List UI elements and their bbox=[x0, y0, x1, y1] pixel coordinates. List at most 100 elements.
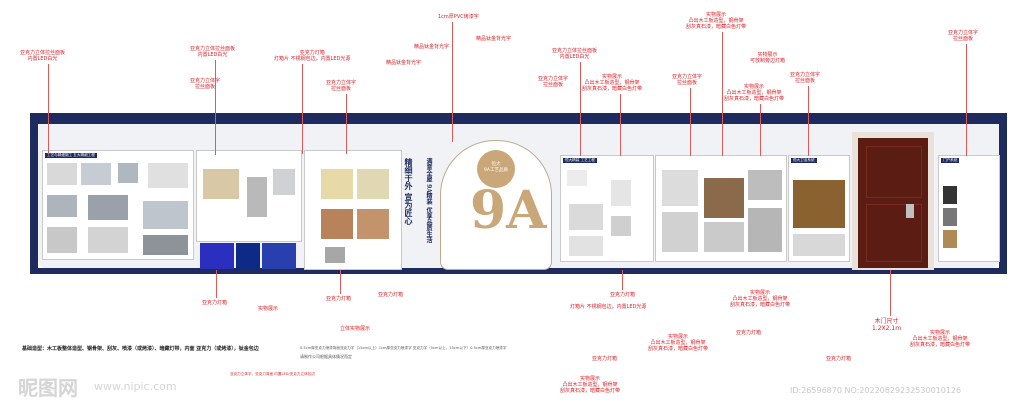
image-tile bbox=[611, 216, 631, 236]
image-tile bbox=[47, 227, 77, 253]
slogan-left: 精细于外 宣为匠心 bbox=[404, 158, 414, 225]
bottom-small-note: 亚克力立体字，亚克力背面 内置LED/亚克力立体包边 bbox=[230, 372, 315, 376]
wood-sample bbox=[357, 209, 389, 239]
annotation-display-4: 实物展示 bbox=[258, 306, 279, 312]
wall-bottom-band bbox=[30, 268, 1007, 274]
watermark-id: ID:26596870 NO:20220629232530010126 bbox=[790, 386, 962, 395]
annotation-titanium-1: 精品钛金背光字 bbox=[414, 44, 450, 50]
wall-right-post bbox=[999, 113, 1007, 274]
image-tile bbox=[273, 169, 295, 195]
annotation-display-7: 实物展示 凸出木工板造型，钢骨架 刮灰真石漆，暗藏白色灯带 bbox=[730, 290, 791, 308]
annotation-lightbox-7: 亚克力灯箱 bbox=[378, 292, 404, 298]
wood-sample bbox=[321, 169, 353, 199]
circle-title: 恒大 9A工艺品质 bbox=[484, 162, 508, 173]
panel-craft: 工艺与精细施工 五大精细工程 bbox=[42, 150, 194, 260]
floorplan-image bbox=[203, 169, 239, 199]
annotation-lightbox-5: 亚克力灯箱 bbox=[736, 330, 762, 336]
door-panel-top bbox=[866, 146, 922, 198]
annotation-lightbox-6: 亚克力灯箱 bbox=[826, 356, 852, 362]
panel-engineering: 恒大精装 工艺工程 bbox=[560, 155, 654, 262]
door bbox=[858, 138, 928, 268]
annotation-acrylic-letters-1: 亚克力立体字 拉丝面板 bbox=[190, 78, 221, 90]
panel-door-system: 门户系统 bbox=[938, 155, 1000, 262]
big-9a-mark: 9A bbox=[470, 180, 547, 241]
image-tile bbox=[569, 236, 603, 256]
watermark-url: www.nipic.com bbox=[94, 380, 177, 393]
panel-bathroom-title: 恒大卫浴系统 bbox=[791, 158, 817, 163]
image-tile bbox=[148, 163, 188, 188]
panel-layout bbox=[196, 150, 302, 242]
image-tile bbox=[943, 186, 957, 204]
annotation-acrylic-led-3: 亚克力立体拉丝面板 内置LED白光 bbox=[552, 48, 598, 60]
annotation-3d-display: 立体实物展示 bbox=[340, 326, 371, 332]
image-tile bbox=[118, 163, 138, 183]
image-tile bbox=[748, 208, 782, 252]
annotation-display-2: 实物展示 凸出木工板造型，钢骨架 刮灰真石漆，暗藏白色灯带 bbox=[686, 12, 747, 30]
panel-wood bbox=[304, 150, 402, 270]
slogan-right: 满意全屋 9A精装 优享品质生活 bbox=[425, 158, 432, 244]
annotation-display-lightbox: 实物展示 可放制旁边灯箱 bbox=[750, 52, 786, 64]
panel-engineering-title: 恒大精装 工艺工程 bbox=[563, 158, 597, 163]
image-tile bbox=[748, 170, 782, 200]
image-tile bbox=[704, 178, 744, 218]
blue-cube-3 bbox=[262, 243, 296, 269]
annotation-acrylic-led-1: 亚克力立体拉丝面板 内置LED白光 bbox=[20, 50, 66, 62]
base-structure-label: 基础造型：木工板整体造型、钢骨架、刮灰、喷漆（或烤漆）、暗藏灯带，内面 亚克力（… bbox=[22, 346, 259, 352]
image-tile bbox=[88, 195, 128, 220]
annotation-display-5: 实物展示 凸出木工板造型，钢骨架 刮灰真石漆，暗藏白色灯带 bbox=[560, 376, 621, 394]
watermark-logo: 昵图网 bbox=[18, 376, 78, 400]
image-tile bbox=[943, 230, 957, 248]
annotation-titanium-2: 精品钛金背光字 bbox=[476, 36, 512, 42]
wall-left-post bbox=[30, 113, 38, 274]
wood-sample bbox=[321, 209, 353, 239]
annotation-display-6: 实物展示 凸出木工板造型，钢骨架 刮灰真石漆，暗藏白色灯带 bbox=[648, 334, 709, 352]
chandelier-image bbox=[793, 180, 845, 228]
annotation-door-size: 木门尺寸 1.2X2.1m bbox=[872, 318, 902, 332]
circle-badge bbox=[477, 150, 515, 188]
door-handle bbox=[906, 204, 914, 218]
image-tile bbox=[567, 170, 587, 186]
blue-cube-1 bbox=[200, 243, 234, 269]
image-tile bbox=[569, 204, 603, 230]
image-tile bbox=[47, 195, 77, 217]
image-tile bbox=[47, 163, 77, 185]
annotation-display-3: 实物展示 凸出木工板造型，钢骨架 刮灰真石漆，暗藏白色灯带 bbox=[724, 84, 785, 102]
annotation-titanium-3: 精品钛金背光字 bbox=[386, 60, 422, 66]
panel-door-system-title: 门户系统 bbox=[941, 158, 960, 163]
annotation-display-1: 实物展示 凸出木工板造型，钢骨架 刮灰真石漆，暗藏白色灯带 bbox=[582, 74, 643, 92]
annotation-acrylic-letters-4: 亚克力立体字 拉丝面板 bbox=[672, 74, 703, 86]
image-tile bbox=[662, 212, 698, 252]
boiler-image bbox=[247, 177, 267, 217]
blue-cube-2 bbox=[236, 243, 260, 269]
image-tile bbox=[88, 227, 128, 253]
spec-line: 0.5cm厚亚克力喷漆背面亚克力字（15cm以上）1cm厚亚克力喷漆字 亚克力字… bbox=[300, 346, 507, 350]
note-line: 请制作公司根据具体情况而定 bbox=[300, 354, 352, 359]
annotation-acrylic-letters-5: 亚克力立体字 拉丝面板 bbox=[790, 72, 821, 84]
annotation-lightbox-4: 亚克力灯箱 bbox=[592, 356, 618, 362]
annotation-pvc-letters: 1cm厚PVC烤漆字 bbox=[438, 14, 479, 20]
image-tile bbox=[662, 170, 698, 206]
annotation-display-8: 实物展示 凸出木工板造型，钢骨架 刮灰真石漆，暗藏白色灯带 bbox=[910, 330, 971, 348]
image-tile bbox=[325, 247, 345, 263]
annotation-acrylic-led-2: 亚克力立体拉丝面板 内置LED白光 bbox=[190, 46, 236, 58]
panel-bathroom: 恒大卫浴系统 bbox=[788, 155, 850, 262]
image-tile bbox=[943, 208, 957, 226]
annotation-acrylic-letters-3: 亚克力立体字 拉丝面板 bbox=[538, 76, 569, 88]
image-tile bbox=[143, 201, 188, 229]
annotation-lightbox-1: 亚克力灯箱 bbox=[202, 300, 228, 306]
annotation-lightbox-2: 亚克力灯箱 bbox=[326, 296, 352, 302]
panel-craft-title: 工艺与精细施工 五大精细工程 bbox=[45, 153, 97, 158]
image-tile bbox=[81, 163, 111, 185]
annotation-lightbox-led: 灯箱片 不锈钢包边，内置LED光源 bbox=[570, 304, 647, 310]
annotation-acrylic-letters-2: 亚克力立体字 拉丝面板 bbox=[326, 80, 357, 92]
image-tile bbox=[704, 222, 744, 252]
wall-top-band bbox=[30, 113, 1007, 124]
wood-sample bbox=[357, 169, 389, 199]
annotation-acrylic-lightbox-1: 亚克力灯箱 灯箱片 不锈钢包边，内置LED光源 bbox=[274, 50, 351, 62]
annotation-lightbox-3: 亚克力灯箱 bbox=[610, 292, 636, 298]
door-panel-bottom bbox=[866, 204, 922, 262]
panel-tiles bbox=[655, 155, 787, 262]
image-tile bbox=[793, 234, 845, 256]
image-tile bbox=[611, 180, 631, 206]
image-tile bbox=[143, 235, 188, 255]
